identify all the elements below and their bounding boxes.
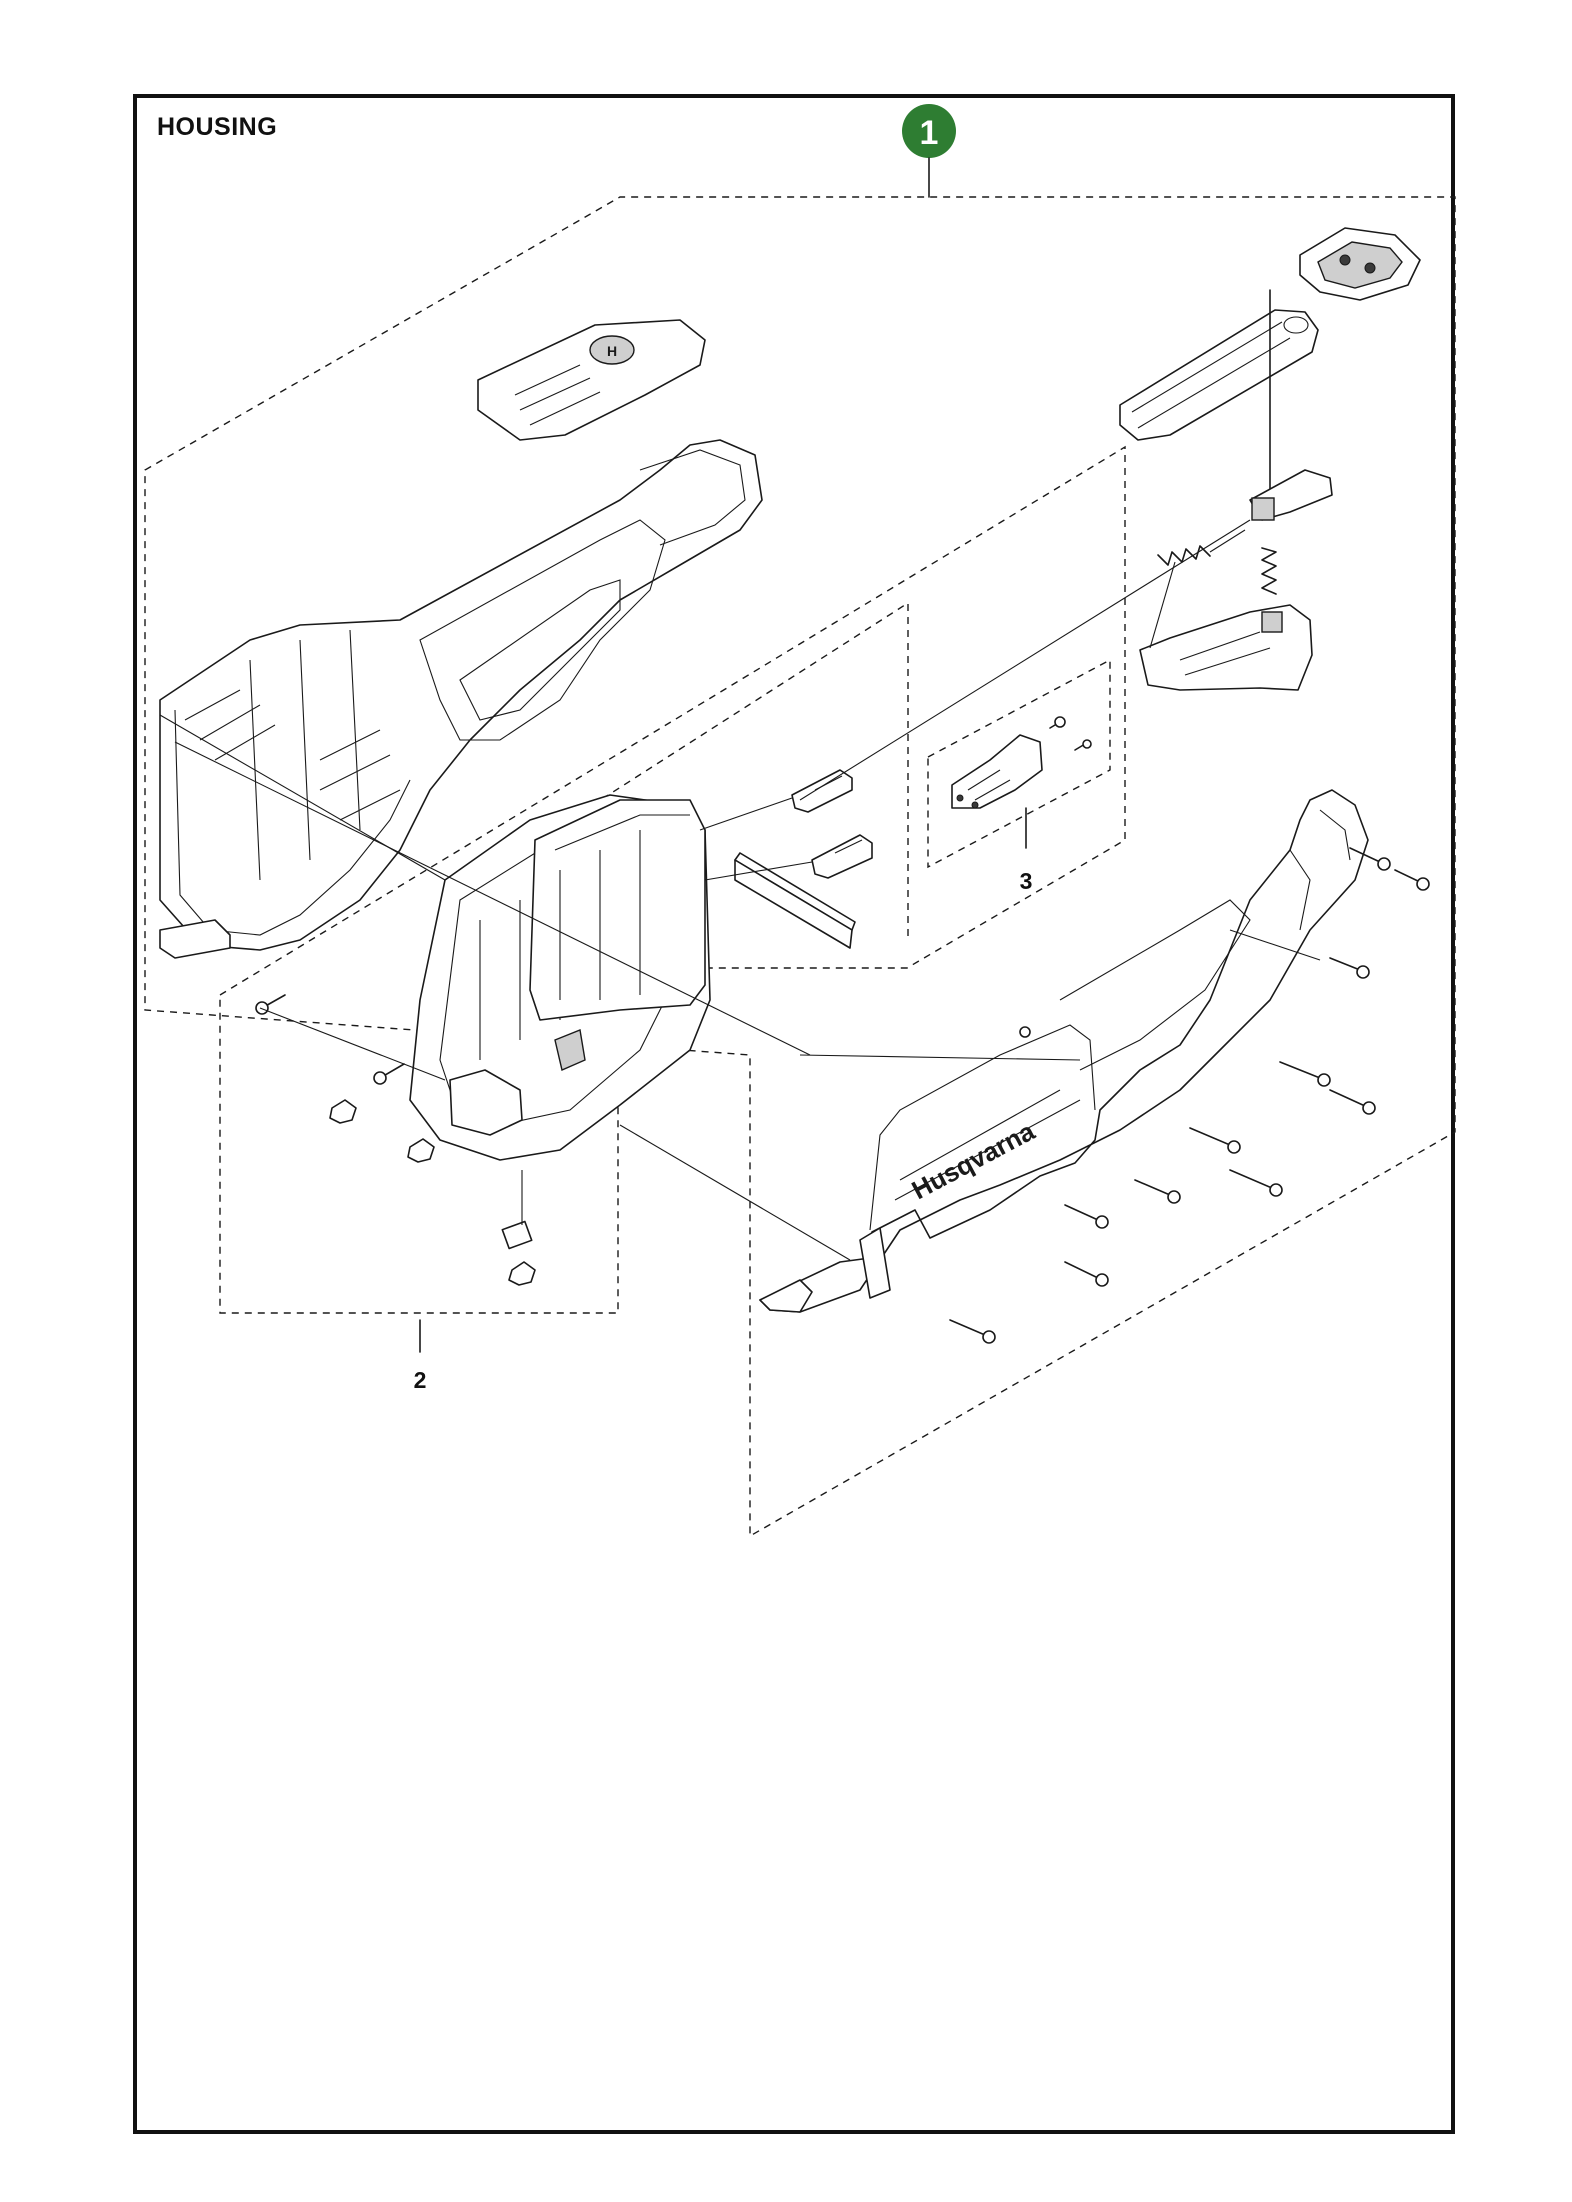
- screw-set-right-housing[interactable]: [949, 847, 1430, 1344]
- top-cover-plate[interactable]: H: [477, 319, 706, 441]
- section-title: HOUSING: [157, 113, 278, 141]
- assembly-2-inner-boundary: [459, 601, 909, 938]
- svg-text:H: H: [607, 343, 617, 359]
- assembly-3-group: 3: [927, 658, 1111, 894]
- callout-2-label: 2: [414, 1367, 427, 1393]
- switch-button-cap[interactable]: [1299, 227, 1421, 301]
- terminal-plate[interactable]: [734, 852, 856, 949]
- assembly-2-group: 2: [219, 445, 1126, 1393]
- brush-holder-lower[interactable]: [811, 834, 873, 879]
- callout-1-number: 1: [920, 114, 939, 152]
- switch-contact-assembly[interactable]: [951, 716, 1092, 809]
- trigger-lever[interactable]: [1249, 289, 1333, 521]
- screw-set-assembly-2[interactable]: [255, 994, 536, 1286]
- left-housing-half[interactable]: [159, 439, 763, 959]
- callout-1[interactable]: 1: [902, 104, 956, 198]
- handle-grip-cover[interactable]: [1119, 309, 1319, 441]
- motor-can[interactable]: [529, 799, 706, 1021]
- spring-right[interactable]: [1261, 547, 1277, 595]
- alignment-lines: [159, 519, 1321, 1261]
- callout-3-label: 3: [1020, 868, 1033, 894]
- assembly-2-boundary: [219, 445, 1126, 1314]
- brush-holder-upper[interactable]: [791, 769, 853, 813]
- diagram-frame: [133, 94, 1455, 2134]
- housing-brand-logo: Husqvarna: [907, 1115, 1040, 1205]
- lower-trigger-housing[interactable]: [1139, 604, 1313, 691]
- spring-left[interactable]: [1157, 529, 1246, 566]
- callout-1-badge: [902, 104, 956, 158]
- assembly-3-boundary: [927, 658, 1111, 869]
